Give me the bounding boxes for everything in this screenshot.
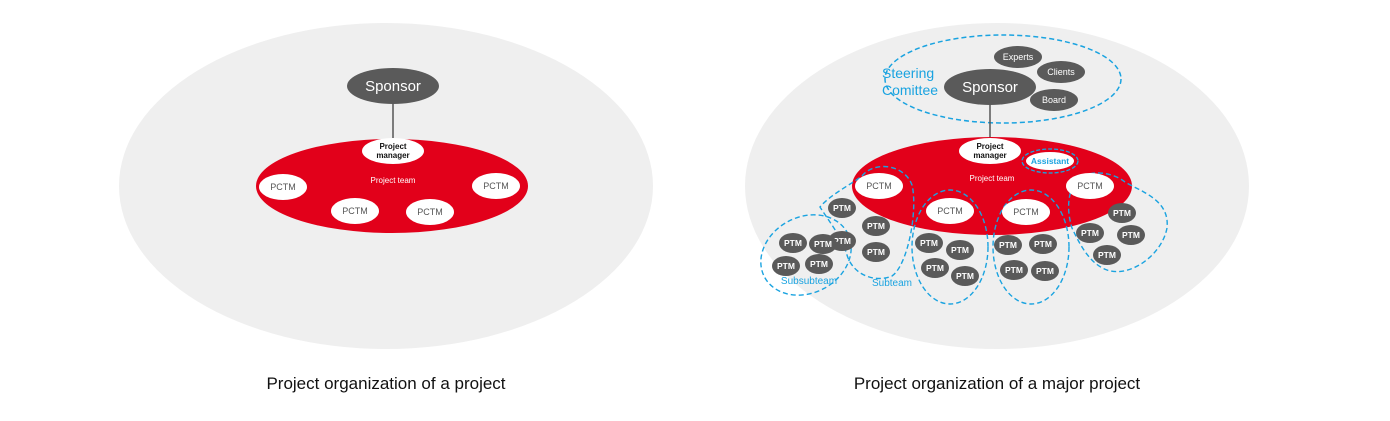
ptm-node xyxy=(862,216,890,236)
ptm-label: PTM xyxy=(833,236,851,246)
steering-committee-boundary xyxy=(884,34,1122,124)
pctm-label: PCTM xyxy=(1013,207,1039,217)
ptm-label: PTM xyxy=(1098,250,1116,260)
ptm-node xyxy=(946,240,974,260)
ptm-label: PTM xyxy=(999,240,1017,250)
ptm-node xyxy=(1108,203,1136,223)
pctm-node xyxy=(331,198,379,224)
clients-label: Clients xyxy=(1047,67,1075,77)
sponsor-node xyxy=(944,69,1036,105)
project-manager-label-line1: Project xyxy=(976,142,1003,151)
ptm-node xyxy=(1029,234,1057,254)
subsubteam-label: Subsubteam xyxy=(781,276,837,287)
pctm-label: PCTM xyxy=(937,206,963,216)
right-caption: Project organization of a major project xyxy=(854,374,1141,393)
ptm-label: PTM xyxy=(784,238,802,248)
ptm-node xyxy=(1000,260,1028,280)
project-manager-label-line2: manager xyxy=(973,151,1006,160)
experts-label: Experts xyxy=(1003,52,1034,62)
project-manager-node xyxy=(362,138,424,164)
project-team-label: Project team xyxy=(970,174,1015,183)
pctm-node xyxy=(259,174,307,200)
ptm-label: PTM xyxy=(1113,208,1131,218)
ptm-node xyxy=(1031,261,1059,281)
ptm-label: PTM xyxy=(867,221,885,231)
ptm-label: PTM xyxy=(777,261,795,271)
ptm-label: PTM xyxy=(810,259,828,269)
assistant-boundary xyxy=(1021,148,1079,174)
assistant-label: Assistant xyxy=(1031,156,1069,166)
ptm-label: PTM xyxy=(920,238,938,248)
pctm-node xyxy=(855,173,903,199)
ptm-node xyxy=(921,258,949,278)
pctm-node xyxy=(406,199,454,225)
project-manager-label-line2: manager xyxy=(376,151,409,160)
ptm-node xyxy=(805,254,833,274)
steering-committee-label-line2: Comittee xyxy=(882,82,938,98)
ptm-label: PTM xyxy=(1036,266,1054,276)
sponsor-label: Sponsor xyxy=(365,78,421,95)
ptm-label: PTM xyxy=(1034,239,1052,249)
project-team-area xyxy=(256,139,528,233)
ptm-label: PTM xyxy=(951,245,969,255)
major-project-organization-diagram: Steering Comittee Sponsor Experts Client… xyxy=(745,23,1249,393)
ptm-label: PTM xyxy=(1122,230,1140,240)
ptm-label: PTM xyxy=(956,271,974,281)
experts-node xyxy=(994,46,1042,68)
ptm-label: PTM xyxy=(926,263,944,273)
pctm-node xyxy=(1002,199,1050,225)
left-caption: Project organization of a project xyxy=(266,374,505,393)
board-node xyxy=(1030,89,1078,111)
subteam-boundary xyxy=(911,189,989,305)
pctm-node xyxy=(926,198,974,224)
ptm-label: PTM xyxy=(1005,265,1023,275)
ptm-node xyxy=(915,233,943,253)
pctm-label: PCTM xyxy=(417,207,443,217)
sponsor-node xyxy=(347,68,439,104)
ptm-node xyxy=(828,198,856,218)
pctm-node xyxy=(1066,173,1114,199)
ptm-label: PTM xyxy=(867,247,885,257)
clients-node xyxy=(1037,61,1085,83)
subteam-boundary xyxy=(819,165,915,280)
assistant-node xyxy=(1026,152,1074,170)
pctm-label: PCTM xyxy=(270,182,296,192)
subteam-boundary xyxy=(992,189,1070,305)
ptm-node xyxy=(1117,225,1145,245)
ptm-label: PTM xyxy=(814,239,832,249)
steering-committee-label-line1: Steering xyxy=(882,65,934,81)
ptm-label: PTM xyxy=(833,203,851,213)
project-team-label: Project team xyxy=(371,176,416,185)
project-organization-diagram: Sponsor Project manager Project team PCT… xyxy=(119,23,653,393)
ptm-node xyxy=(862,242,890,262)
ptm-node xyxy=(809,234,837,254)
pctm-node xyxy=(472,173,520,199)
subteam-boundary xyxy=(1067,172,1168,273)
ptm-node xyxy=(994,235,1022,255)
project-manager-node xyxy=(959,138,1021,164)
pctm-label: PCTM xyxy=(866,181,892,191)
project-manager-label-line1: Project xyxy=(379,142,406,151)
subteam-label: Subteam xyxy=(872,278,912,289)
ptm-node xyxy=(1093,245,1121,265)
pctm-label: PCTM xyxy=(342,206,368,216)
ptm-node xyxy=(1076,223,1104,243)
pctm-label: PCTM xyxy=(483,181,509,191)
ptm-node xyxy=(779,233,807,253)
board-label: Board xyxy=(1042,95,1066,105)
ptm-label: PTM xyxy=(1081,228,1099,238)
pctm-label: PCTM xyxy=(1077,181,1103,191)
sponsor-label: Sponsor xyxy=(962,79,1018,96)
ptm-node xyxy=(772,256,800,276)
ptm-node xyxy=(951,266,979,286)
